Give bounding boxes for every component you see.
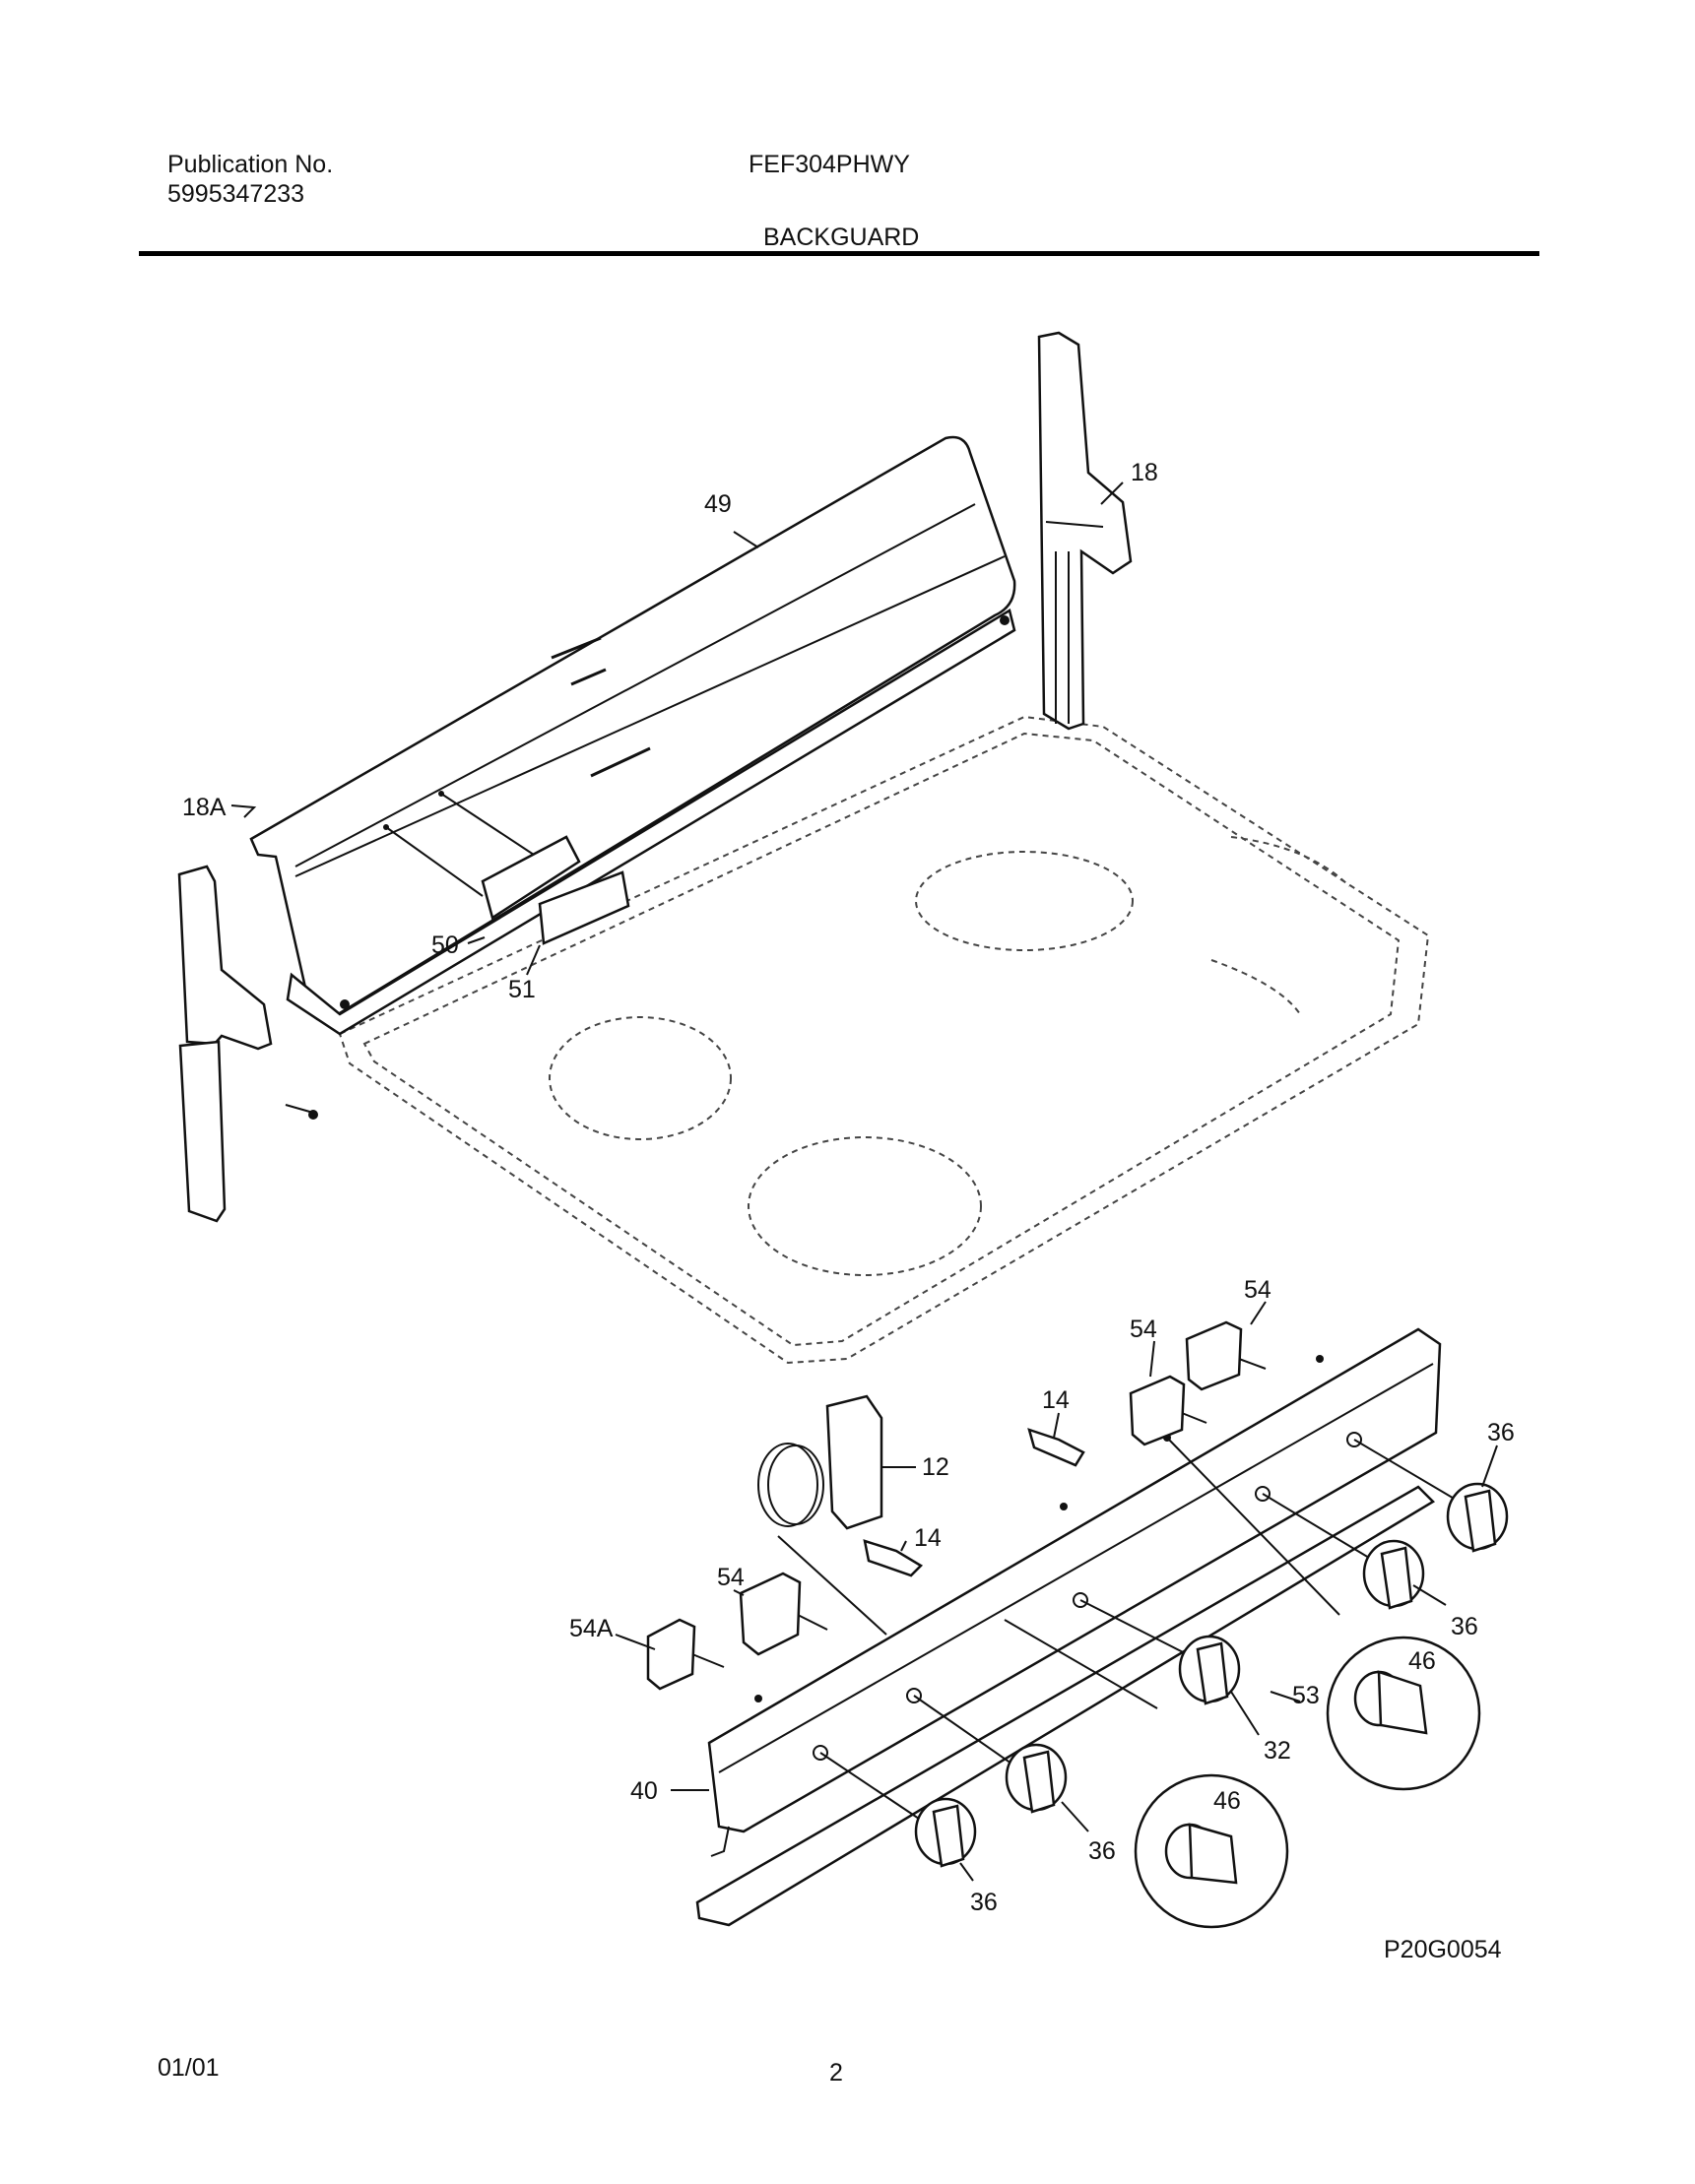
callout-40: 40 xyxy=(630,1777,658,1805)
callout-49: 49 xyxy=(704,490,732,518)
end-cap-left xyxy=(177,865,318,1223)
page-number: 2 xyxy=(829,2059,843,2087)
callout-36-top-right: 36 xyxy=(1487,1419,1515,1446)
detail-circle-lower xyxy=(1134,1773,1289,1929)
oven-thermostat xyxy=(757,1394,887,1636)
leader-lines xyxy=(230,482,1498,1882)
callout-54A: 54A xyxy=(569,1615,614,1642)
knob-36-d xyxy=(1446,1482,1509,1553)
end-cap-right xyxy=(1037,331,1133,731)
callout-53: 53 xyxy=(1292,1682,1320,1709)
callout-32: 32 xyxy=(1264,1737,1291,1765)
knob-36-a xyxy=(914,1797,977,1868)
knob-32 xyxy=(1178,1635,1241,1705)
callout-18A: 18A xyxy=(182,794,227,821)
callout-50: 50 xyxy=(431,931,459,959)
header-rule xyxy=(139,251,1539,256)
knob-36-c xyxy=(1362,1539,1425,1610)
callout-14-lower: 14 xyxy=(914,1524,942,1552)
callout-46-upper: 46 xyxy=(1408,1647,1436,1675)
control-knobs xyxy=(914,1482,1509,1868)
indicator-lights xyxy=(863,1428,1085,1577)
callout-46-lower: 46 xyxy=(1213,1787,1241,1815)
publication-label: Publication No. xyxy=(167,151,334,178)
publication-number: 5995347233 xyxy=(167,180,305,208)
infinite-switches xyxy=(646,1320,1267,1691)
knob-shaft-lines xyxy=(819,1437,1468,1828)
callout-18: 18 xyxy=(1131,459,1158,486)
callout-14-upper: 14 xyxy=(1042,1386,1070,1414)
callout-54-left: 54 xyxy=(717,1564,745,1591)
detail-circle-upper xyxy=(1326,1636,1481,1791)
callout-51: 51 xyxy=(508,976,536,1003)
callout-36-right: 36 xyxy=(1451,1613,1478,1640)
badge-parts xyxy=(481,835,630,945)
figure-code: P20G0054 xyxy=(1384,1936,1502,1963)
control-panel xyxy=(695,1327,1442,1927)
model-number: FEF304PHWY xyxy=(749,151,910,178)
callout-36-middle: 36 xyxy=(1088,1837,1116,1865)
footer-date: 01/01 xyxy=(158,2054,220,2082)
knob-36-b xyxy=(1005,1743,1068,1814)
backguard-panel xyxy=(249,435,1016,1036)
callout-36-bottom: 36 xyxy=(970,1889,998,1916)
callout-54-top: 54 xyxy=(1244,1276,1271,1304)
callout-54-mid: 54 xyxy=(1130,1316,1157,1343)
section-title: BACKGUARD xyxy=(763,224,920,251)
cooktop-outline xyxy=(338,715,1430,1365)
callout-12: 12 xyxy=(922,1453,949,1481)
